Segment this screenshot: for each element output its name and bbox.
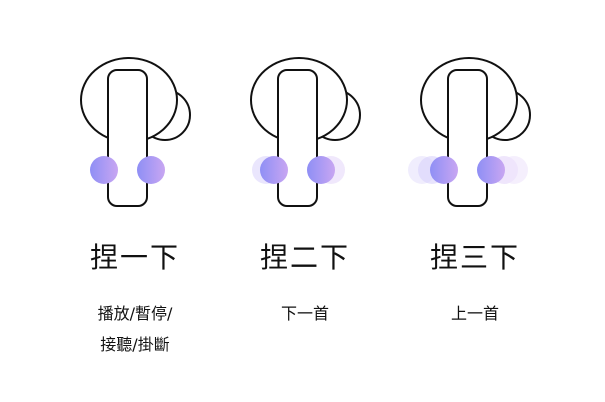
- action-line: 下一首: [280, 304, 329, 323]
- gesture-single-press: 捏一下 播放/暫停/ 接聽/掛斷: [55, 0, 215, 402]
- press-dots: [90, 156, 165, 184]
- gesture-action: 播放/暫停/ 接聽/掛斷: [55, 298, 215, 360]
- gesture-action: 下一首: [225, 298, 385, 329]
- gesture-label: 捏二下: [259, 241, 350, 274]
- gesture-triple-press: 捏三下 上一首: [395, 0, 555, 402]
- gesture-double-press: 捏二下 下一首: [225, 0, 385, 402]
- press-dots: [260, 156, 335, 184]
- earbud-triple-press-icon: [408, 57, 531, 207]
- action-line: 上一首: [450, 304, 499, 323]
- gesture-label: 捏一下: [89, 241, 180, 274]
- gesture-label: 捏三下: [429, 241, 520, 274]
- action-line: 播放/暫停/: [97, 304, 173, 323]
- press-dots: [430, 156, 505, 184]
- earbud-double-press-icon: [250, 57, 361, 207]
- earbud-single-press-icon: [80, 57, 191, 207]
- gesture-action: 上一首: [395, 298, 555, 329]
- action-line: 接聽/掛斷: [100, 335, 170, 354]
